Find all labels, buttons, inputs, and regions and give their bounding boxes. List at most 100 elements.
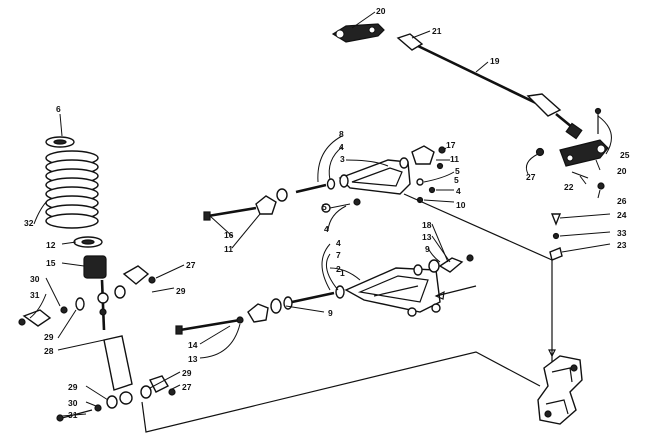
tie-rod-adjuster: [396, 33, 424, 51]
nut-17: [438, 146, 446, 154]
arrow-head: [434, 290, 445, 300]
callout-33: 33: [617, 228, 627, 238]
callout-24: 24: [617, 210, 627, 220]
bushing: [326, 178, 336, 190]
callout-5: 5: [454, 175, 459, 185]
bushing-29: [114, 285, 126, 299]
spindle-hole: [570, 364, 578, 372]
callout-19: 19: [490, 56, 500, 66]
ball-joint-24: [550, 213, 562, 226]
bracket-lower-shock: [149, 375, 169, 393]
callout-16: 16: [224, 230, 234, 240]
bolt-31-head: [18, 318, 26, 326]
callout-6: 6: [56, 104, 61, 114]
callout-4: 4: [339, 142, 344, 152]
callout-17: 17: [446, 140, 456, 150]
callout-31: 31: [30, 290, 40, 300]
callout-4: 4: [336, 238, 341, 248]
callout-28: 28: [44, 346, 54, 356]
callout-29: 29: [182, 368, 192, 378]
callout-15: 15: [46, 258, 56, 268]
tie-rod-assembly: [331, 23, 609, 261]
callouts: 20 21 19 25 20 27 22 26 24 33 23 8 4 3 1…: [24, 6, 630, 420]
callout-13: 13: [422, 232, 432, 242]
callout-11: 11: [224, 244, 233, 254]
callout-4: 4: [456, 186, 461, 196]
lower-a-arm: [344, 267, 441, 313]
assembly-lines: [141, 193, 556, 433]
washer: [353, 198, 361, 206]
callout-20: 20: [376, 6, 386, 16]
callout-30: 30: [68, 398, 78, 408]
callout-26: 26: [617, 196, 627, 206]
callout-29: 29: [68, 382, 78, 392]
callout-32: 32: [24, 218, 34, 228]
bolt-head: [594, 107, 602, 115]
shock-to-spindle-line: [141, 351, 541, 433]
bushing: [335, 285, 345, 299]
shock-body: [103, 335, 133, 391]
upper-a-arm-assembly: [203, 145, 446, 221]
bolt-16-head: [203, 211, 211, 221]
callout-21: 21: [432, 26, 442, 36]
washer-13: [236, 316, 244, 324]
washer-30: [94, 404, 102, 412]
bracket-31: [22, 309, 52, 327]
lower-a-arm-brace: [373, 285, 419, 297]
pivot-shaft-upper: [295, 183, 327, 194]
callout-5: 5: [455, 166, 460, 176]
spindle-detail: [551, 367, 573, 383]
spindle-detail: [545, 399, 569, 415]
bushing-5: [416, 178, 424, 186]
washer: [436, 162, 444, 170]
callout-9: 9: [328, 308, 333, 318]
bolt-22: [571, 171, 589, 179]
callout-20: 20: [617, 166, 627, 176]
bracket-upper-shock: [122, 265, 150, 285]
arm-hole: [596, 144, 606, 154]
bushing: [413, 264, 423, 276]
callout-23: 23: [617, 240, 627, 250]
lower-a-arm-inner: [357, 275, 429, 303]
bolt-31-head: [56, 414, 64, 422]
washer-30: [60, 306, 68, 314]
spindle: [537, 355, 583, 425]
bolt-14-head: [175, 325, 183, 335]
callout-7: 7: [336, 250, 341, 260]
upper-a-arm-inner: [351, 167, 403, 187]
nut-27: [148, 276, 156, 284]
bolt-16: [207, 206, 257, 218]
bushing: [276, 188, 288, 202]
nut-26: [597, 182, 605, 190]
callout-29: 29: [176, 286, 186, 296]
callout-27: 27: [526, 172, 536, 182]
callout-30: 30: [30, 274, 40, 284]
tie-rod-nut: [565, 122, 583, 140]
lower-pivot: [431, 303, 441, 313]
callout-3: 3: [340, 154, 345, 164]
tie-rod-end-sleeve: [526, 93, 562, 117]
lower-arm-to-spindle-line: [435, 285, 477, 297]
callout-10: 10: [456, 200, 466, 210]
bushing-9: [270, 298, 282, 314]
washer-13-upper: [438, 257, 464, 273]
callout-31: 31: [68, 410, 78, 420]
ring-33: [552, 232, 560, 240]
shock-shaft: [100, 279, 106, 331]
bushing: [399, 157, 409, 169]
bolt-31: [61, 409, 93, 419]
shock-bottom-eye: [119, 391, 133, 405]
nut-18: [466, 254, 474, 262]
arm-hole: [335, 29, 345, 39]
tie-rod: [417, 44, 539, 106]
callout-9: 9: [425, 244, 430, 254]
callout-11: 11: [450, 154, 459, 164]
callout-29: 29: [44, 332, 54, 342]
spring-collar: [83, 255, 107, 279]
callout-13: 13: [188, 354, 198, 364]
nut-27: [535, 147, 545, 157]
callout-22: 22: [564, 182, 574, 192]
shock-top-eye: [99, 308, 107, 316]
